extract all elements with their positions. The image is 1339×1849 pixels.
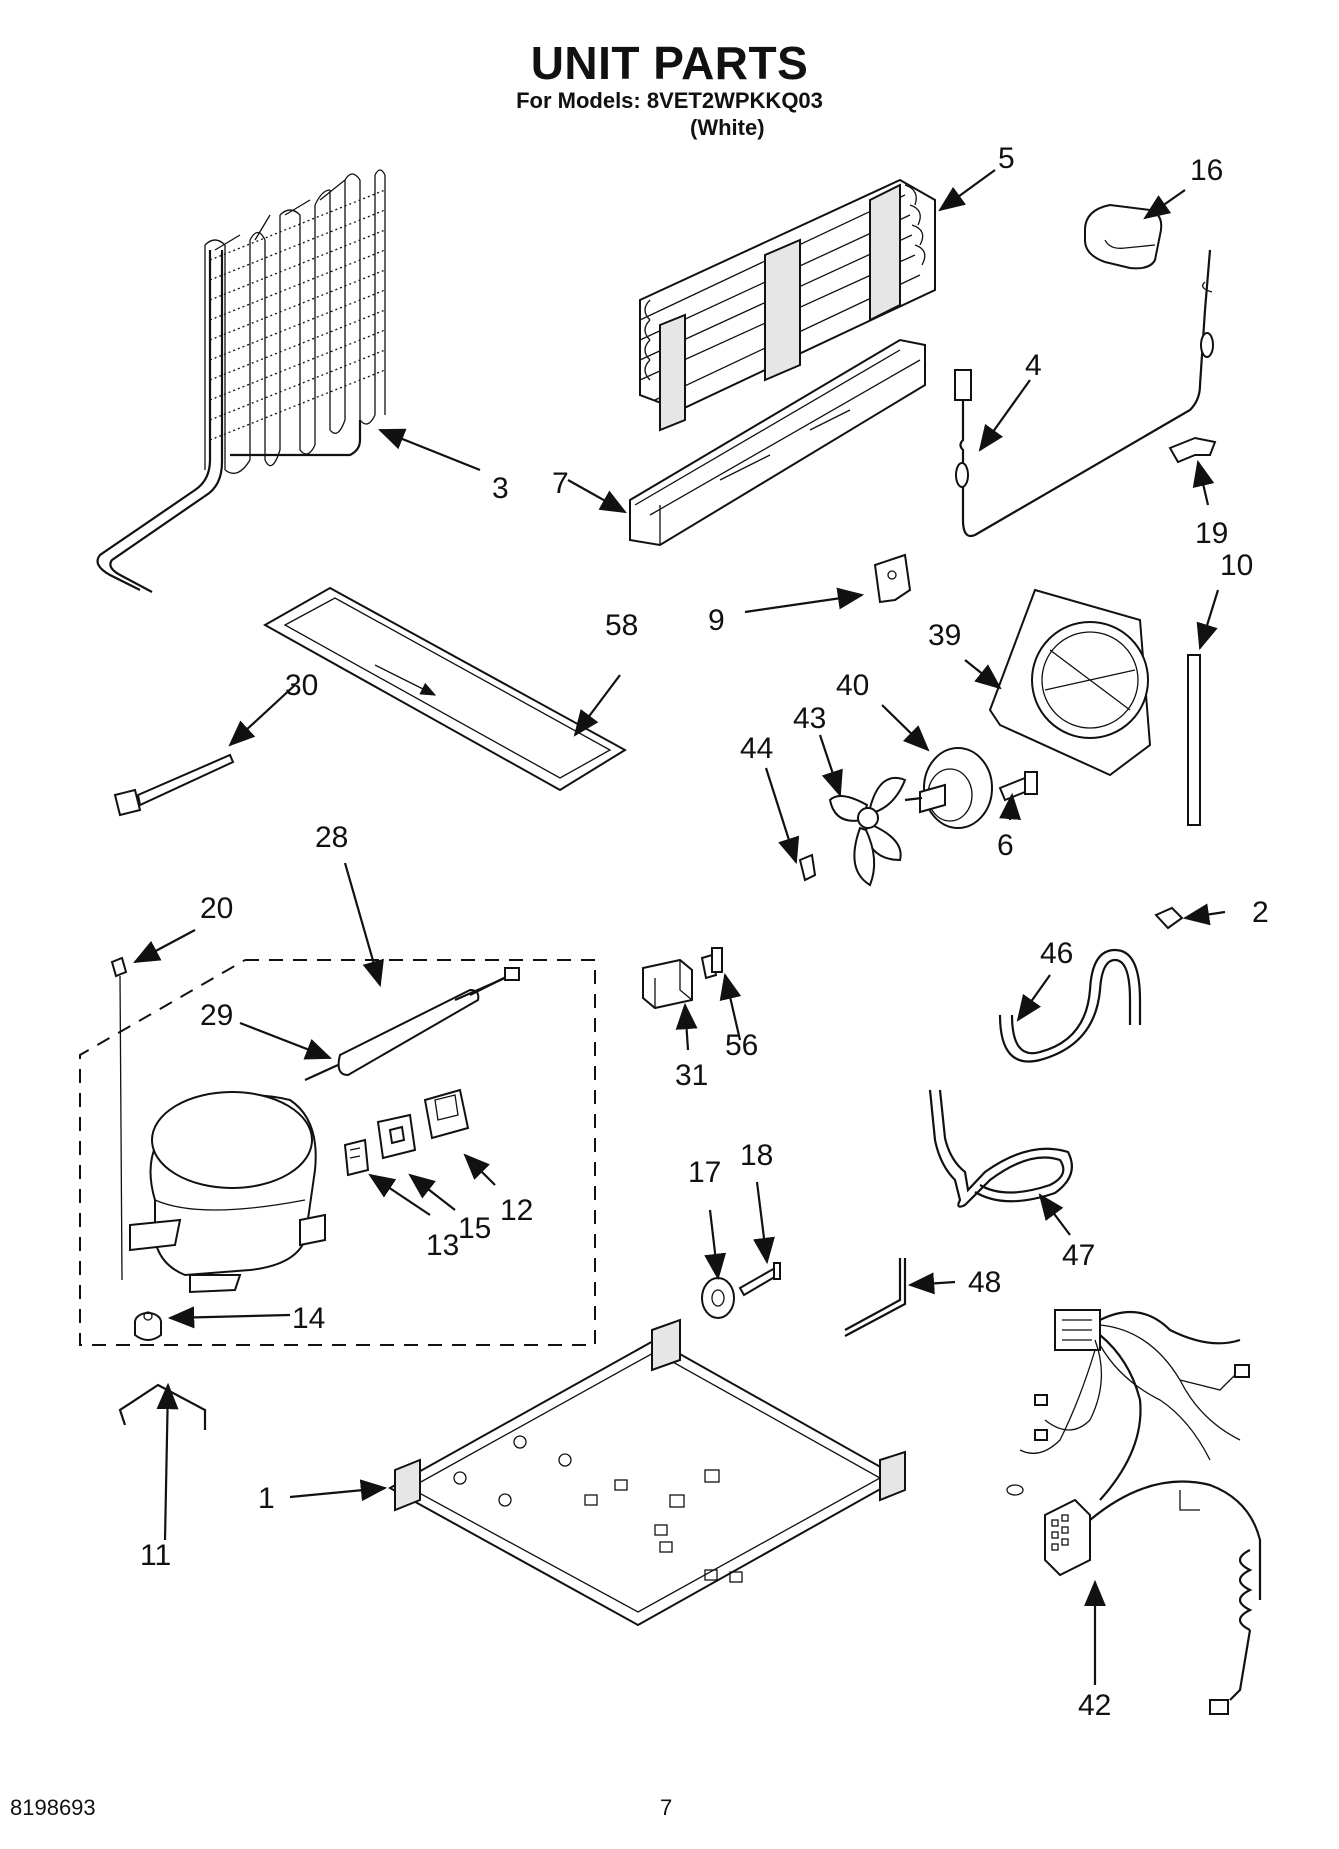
callout-42: 42 [1078,1689,1111,1722]
callout-11: 11 [140,1539,171,1572]
compressor-part [129,1091,326,1294]
color-line: (White) [690,115,765,140]
drain-trough-part [629,338,926,547]
tube-48-part [844,1258,907,1337]
callout-47: 47 [1062,1239,1095,1272]
page-number: 7 [660,1795,673,1820]
callout-16: 16 [1190,154,1223,187]
callout-19: 19 [1195,517,1228,550]
sensor-cap-part [1084,203,1163,270]
evaporator-coil-part [639,178,936,432]
tube-part [928,1089,1073,1208]
callout-48: 48 [968,1266,1001,1299]
base-frame-part [387,1318,906,1627]
drain-tube-part [998,948,1142,1063]
callout-labels: 5 16 4 3 7 19 10 9 58 39 30 40 43 44 28 … [140,142,1269,1722]
fan-blade-part [828,777,907,887]
document-number: 8198693 [10,1795,96,1820]
grommet-part [134,1311,162,1341]
callout-12: 12 [500,1194,533,1227]
callout-13: 13 [426,1229,459,1262]
screw-56-part [700,947,723,980]
gasket-strip-part [1187,654,1201,826]
condenser-coil-part [96,169,386,593]
roller-part [701,1277,735,1319]
drain-pan-part [262,586,627,792]
callout-5: 5 [998,142,1015,175]
callout-15: 15 [458,1212,491,1245]
fastener-part [1154,906,1184,930]
sensor-wire-part [954,249,1214,538]
callout-20: 20 [200,892,233,925]
clip-11-part [118,1383,207,1430]
bolt-part [110,956,128,1281]
drier-part [304,967,520,1082]
leader-arrows [133,169,1226,1685]
callout-7: 7 [552,467,569,500]
callout-58: 58 [605,609,638,642]
models-line: For Models: 8VET2WPKKQ03 [516,88,823,113]
relay-part [376,1113,417,1160]
callout-6: 6 [997,829,1014,862]
fan-shroud-part [988,588,1152,777]
compressor-kit-group [79,959,596,1346]
callout-30: 30 [285,669,318,702]
overload-part [343,1138,370,1177]
wire-harness-part [1006,1309,1262,1715]
start-device-part [423,1088,470,1140]
callout-17: 17 [688,1156,721,1189]
callout-18: 18 [740,1139,773,1172]
callout-43: 43 [793,702,826,735]
callout-10: 10 [1220,549,1253,582]
callout-31: 31 [675,1059,708,1092]
screw-part [998,771,1038,802]
fan-clip-part [798,853,817,882]
callout-46: 46 [1040,937,1073,970]
cable-tie-part [113,753,235,817]
page-title: UNIT PARTS [530,37,809,89]
callout-4: 4 [1025,349,1042,382]
callout-40: 40 [836,669,869,702]
fan-motor-part [904,747,993,829]
relay-cover-part [642,958,693,1010]
callout-1: 1 [258,1482,275,1515]
callout-9: 9 [708,604,725,637]
callout-3: 3 [492,472,509,505]
callout-29: 29 [200,999,233,1032]
callout-56: 56 [725,1029,758,1062]
callout-39: 39 [928,619,961,652]
callout-44: 44 [740,732,773,765]
axle-part [738,1262,781,1297]
bracket-part [873,553,912,604]
clip-part [1168,436,1217,464]
callout-28: 28 [315,821,348,854]
callout-14: 14 [292,1302,325,1335]
callout-2: 2 [1252,896,1269,929]
